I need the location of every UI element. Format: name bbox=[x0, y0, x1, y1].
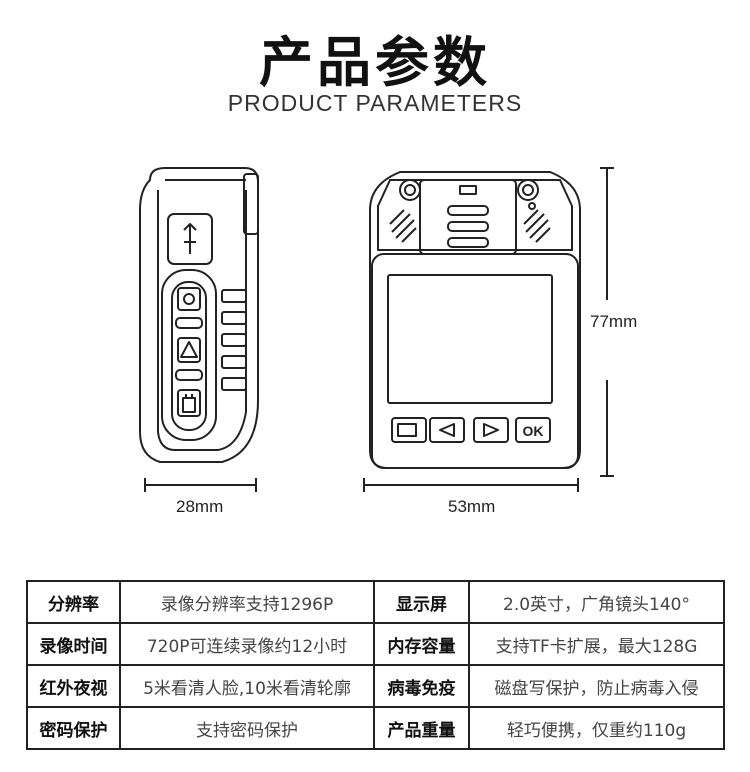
product-line-drawing: OK bbox=[139, 167, 614, 492]
spec-row: 分辨率 录像分辨率支持1296P 显示屏 2.0英寸，广角镜头140° bbox=[26, 580, 725, 624]
spec-label: 显示屏 bbox=[373, 580, 470, 624]
spec-row: 红外夜视 5米看清人脸,10米看清轮廓 病毒免疫 磁盘写保护，防止病毒入侵 bbox=[26, 664, 725, 708]
spec-label: 内存容量 bbox=[373, 622, 470, 666]
depth-dimension: 28mm bbox=[176, 497, 224, 516]
width-dimension: 53mm bbox=[448, 497, 496, 516]
device-side-view bbox=[139, 167, 259, 463]
spec-value: 录像分辨率支持1296P bbox=[119, 580, 375, 624]
spec-value: 720P可连续录像约12小时 bbox=[119, 622, 375, 666]
spec-label: 产品重量 bbox=[373, 706, 470, 750]
spec-label: 病毒免疫 bbox=[373, 664, 470, 708]
spec-label: 分辨率 bbox=[26, 580, 121, 624]
spec-value: 轻巧便携，仅重约110g bbox=[468, 706, 725, 750]
height-dimension: 77mm bbox=[590, 312, 638, 331]
spec-value: 支持TF卡扩展，最大128G bbox=[468, 622, 725, 666]
spec-label: 红外夜视 bbox=[26, 664, 121, 708]
spec-value: 5米看清人脸,10米看清轮廓 bbox=[119, 664, 375, 708]
ok-button-label: OK bbox=[523, 423, 544, 439]
spec-row: 密码保护 支持密码保护 产品重量 轻巧便携，仅重约110g bbox=[26, 706, 725, 750]
spec-value: 磁盘写保护，防止病毒入侵 bbox=[468, 664, 725, 708]
spec-value: 支持密码保护 bbox=[119, 706, 375, 750]
dimension-lines bbox=[144, 167, 614, 492]
spec-table: 分辨率 录像分辨率支持1296P 显示屏 2.0英寸，广角镜头140° 录像时间… bbox=[26, 580, 725, 750]
spec-label: 密码保护 bbox=[26, 706, 121, 750]
spec-row: 录像时间 720P可连续录像约12小时 内存容量 支持TF卡扩展，最大128G bbox=[26, 622, 725, 666]
spec-value: 2.0英寸，广角镜头140° bbox=[468, 580, 725, 624]
device-front-view bbox=[369, 171, 581, 469]
spec-label: 录像时间 bbox=[26, 622, 121, 666]
page-title: 产品参数 bbox=[259, 31, 491, 94]
page-subtitle: PRODUCT PARAMETERS bbox=[227, 90, 523, 116]
